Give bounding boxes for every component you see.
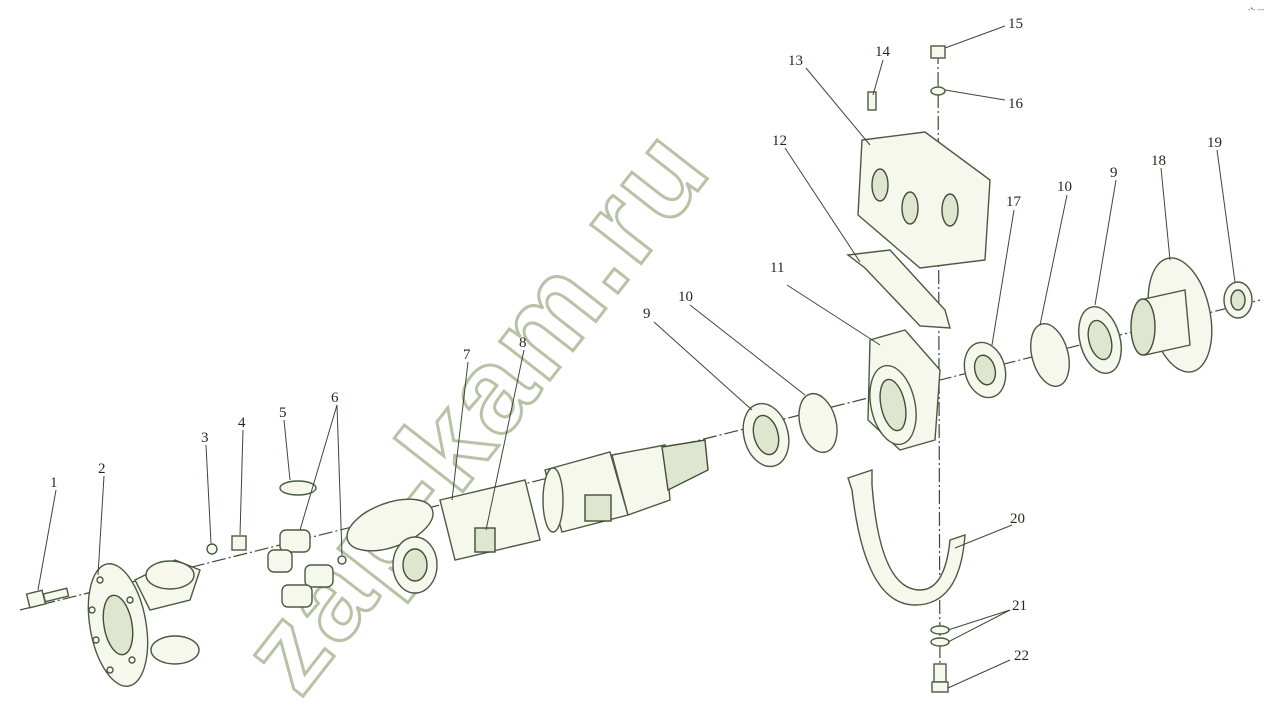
callout-7: 7 [463,347,471,363]
callout-labels: 1 2 3 4 5 6 7 8 9 10 11 12 13 14 15 16 9… [50,16,1222,664]
callout-17: 17 [1006,194,1022,210]
callout-9-left: 9 [643,306,651,322]
callout-14: 14 [875,44,891,60]
callout-15: 15 [1008,16,1023,32]
part-retaining-ring-right [1030,323,1070,387]
callout-10-left: 10 [678,289,693,305]
part-flange-yoke [87,559,201,687]
callout-9-right: 9 [1110,165,1118,181]
part-lock-washer [930,625,950,635]
callout-1: 1 [50,475,58,491]
part-universal-joint-cross [267,529,347,608]
part-nut [231,535,247,551]
callout-19: 19 [1207,135,1222,151]
part-bolt [25,587,70,609]
callout-21: 21 [1012,598,1027,614]
callout-20: 20 [1010,511,1025,527]
callout-3: 3 [201,430,209,446]
callout-18: 18 [1151,153,1166,169]
part-snap-ring [279,480,317,496]
part-bottom-bolt [933,663,947,683]
callout-6: 6 [331,390,339,406]
part-top-nut [930,45,946,59]
callout-4: 4 [238,415,246,431]
part-support-bracket [857,131,991,269]
callout-10-right: 10 [1057,179,1072,195]
part-grease-fitting [867,91,877,111]
part-splined-shaft [542,439,709,533]
part-clamp-strap [847,469,966,606]
part-mounting-plate [846,249,951,329]
part-companion-flange [1130,257,1213,373]
callout-16: 16 [1008,96,1024,112]
part-flat-washer [930,637,950,647]
callout-11: 11 [770,260,784,276]
callout-12: 12 [772,133,787,149]
part-sleeve-yoke [346,479,541,594]
callout-2: 2 [98,461,106,477]
part-top-washer [930,86,946,96]
part-bearing-housing [867,329,941,451]
callout-13: 13 [788,53,803,69]
part-washer [206,543,218,555]
leader-lines [37,25,1236,689]
watermark-text: zap-kam.ru [215,103,735,716]
part-retaining-ring [798,392,838,454]
corner-mark: -*- --- [1248,7,1265,14]
callout-22: 22 [1014,648,1029,664]
callout-5: 5 [279,405,287,421]
callout-8: 8 [519,335,527,351]
